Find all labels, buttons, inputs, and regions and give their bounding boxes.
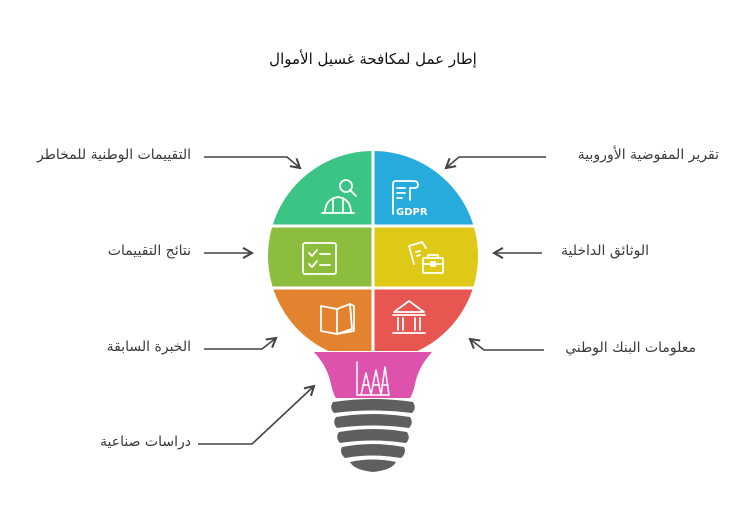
label-national-bank-information: معلومات البنك الوطني [565,340,696,356]
label-industry-studies: دراسات صناعية [100,434,191,450]
svg-text:GDPR: GDPR [396,207,428,218]
segment-european-commission-report [373,151,478,226]
open-book-icon [320,303,355,335]
bulb-head [268,151,478,361]
segment-internal-documents [373,226,478,288]
checklist-icon [302,242,337,275]
label-national-risk-assessments: التقييمات الوطنية للمخاطر [37,147,191,163]
arrow-national-risk-assessments [204,156,302,170]
label-european-commission-report: تقرير المفوضية الأوروبية [577,147,719,163]
arrow-industry-studies [198,384,316,445]
factory-chart-icon [356,361,390,396]
bank-building-icon [392,300,426,334]
documents-briefcase-icon [408,241,444,274]
segment-national-risk-assessments [268,151,373,226]
label-previous-experience: الخبرة السابقة [106,339,191,355]
bulb-screw-base [331,399,415,472]
helmet-search-icon [321,179,357,214]
segment-assessment-results [268,226,373,288]
arrow-previous-experience [204,336,278,350]
diagram-title: إطار عمل لمكافحة غسيل الأموال [269,50,477,68]
arrow-european-commission-report [444,156,546,170]
gdpr-document-icon: GDPR [392,180,428,218]
label-assessment-results: نتائج التقييمات [107,243,191,259]
segment-industry-studies [314,352,432,398]
arrow-national-bank-information [468,337,544,351]
label-internal-documents: الوثائق الداخلية [561,243,649,259]
